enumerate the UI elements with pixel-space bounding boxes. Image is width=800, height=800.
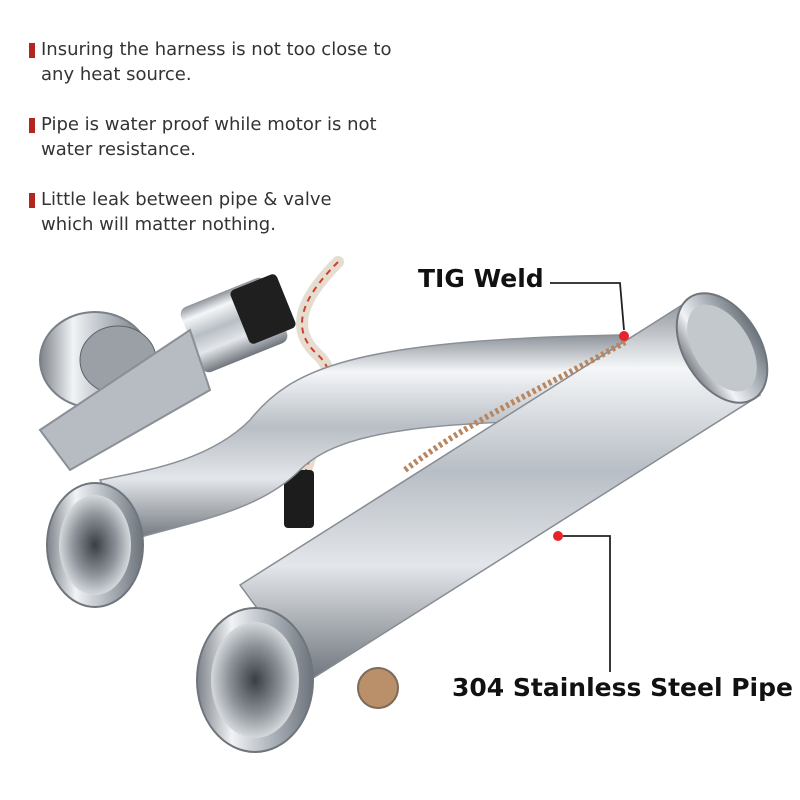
main-steel-pipe xyxy=(196,292,769,753)
o2-bung xyxy=(357,667,399,709)
bullet-marker xyxy=(29,193,35,208)
note-text: which will matter nothing. xyxy=(41,213,276,235)
steel-pipe-marker xyxy=(553,531,563,541)
tig-weld-seam xyxy=(403,339,627,473)
note-harness: Insuring the harness is not too close to… xyxy=(26,38,426,87)
tig-weld-marker xyxy=(619,331,629,341)
note-text: water resistance. xyxy=(41,138,197,160)
mounting-bracket xyxy=(38,328,212,472)
note-text: any heat source. xyxy=(41,63,192,85)
note-waterproof: Pipe is water proof while motor is not w… xyxy=(26,113,426,162)
motor xyxy=(180,274,296,373)
feature-notes: Insuring the harness is not too close to… xyxy=(26,38,426,237)
note-text: Little leak between pipe & valve xyxy=(41,189,332,210)
note-leak: Little leak between pipe & valve which w… xyxy=(26,188,426,237)
tig-weld-leader xyxy=(550,282,629,341)
tig-weld-label: TIG Weld xyxy=(418,264,544,293)
connector-plug xyxy=(284,470,314,528)
note-text: Pipe is water proof while motor is not xyxy=(41,114,377,135)
steel-pipe-label: 304 Stainless Steel Pipe xyxy=(452,673,793,702)
bullet-marker xyxy=(29,43,35,58)
note-text: Insuring the harness is not too close to xyxy=(41,39,392,60)
bullet-marker xyxy=(29,118,35,133)
steel-pipe-leader xyxy=(553,531,611,672)
